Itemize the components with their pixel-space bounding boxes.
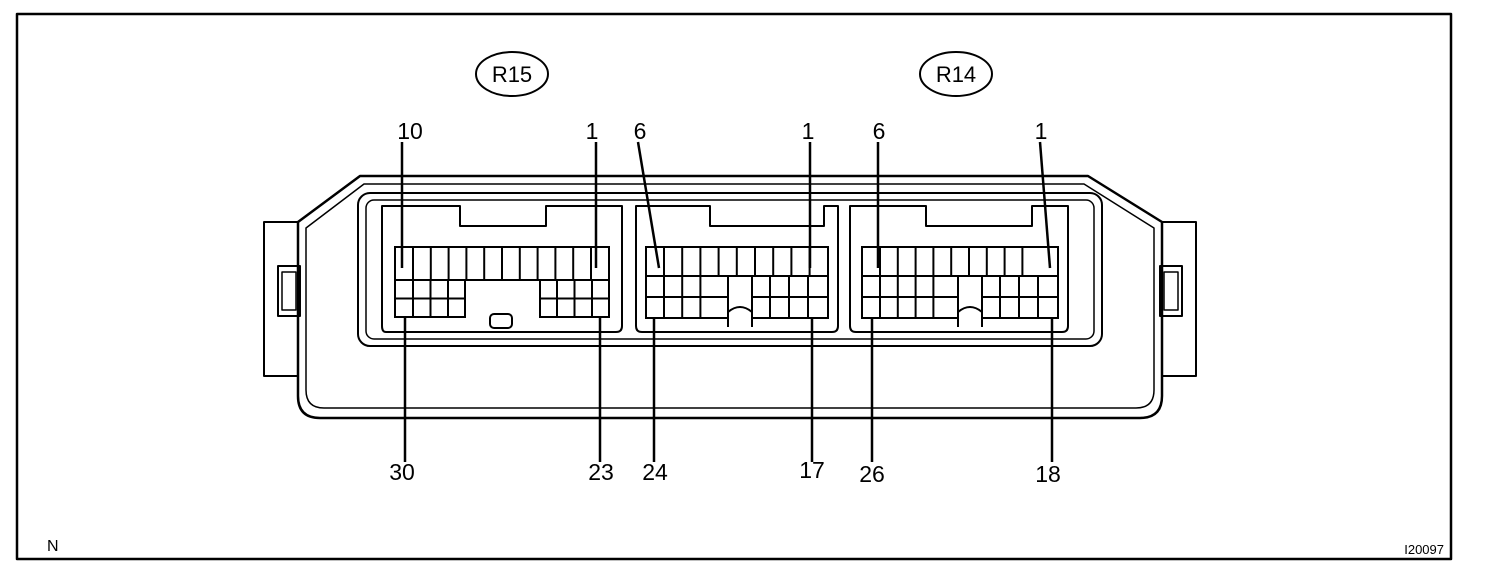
pin-numbers-r14-a: 6 1 24 17 (634, 118, 825, 485)
pin-grid-r14-b (861, 246, 1059, 319)
pin-grid-r15 (394, 246, 610, 318)
key-r14-a (727, 306, 753, 327)
connector-shell-r14-b (849, 205, 1069, 333)
pin-number: 10 (397, 118, 423, 144)
key-r15 (489, 313, 513, 329)
pin-number: 26 (859, 461, 885, 487)
pin-number: 24 (642, 459, 668, 485)
right-mount-tab (1159, 221, 1197, 377)
diagram-frame (15, 12, 1453, 561)
connector-id: R15 (492, 62, 532, 87)
ecu-housing (296, 174, 1164, 420)
pin-number: 1 (802, 118, 815, 144)
connector-id: R14 (936, 62, 976, 87)
key-r14-b (957, 306, 983, 327)
pin-number: 6 (634, 118, 647, 144)
left-mount-tab (263, 221, 301, 377)
pin-grids (394, 246, 1059, 319)
leader-lines (400, 141, 1054, 462)
figure-code: I20097 (1404, 542, 1444, 557)
pin-number: 30 (389, 459, 415, 485)
pin-numbers-r15: 10 1 30 23 (389, 118, 614, 485)
pin-number: 6 (873, 118, 886, 144)
pin-number: 23 (588, 459, 614, 485)
pin-number: 17 (799, 457, 825, 483)
connector-shell-r14-a (635, 205, 839, 333)
pin-grid-r14-a (645, 246, 829, 319)
pin-number: 1 (1035, 118, 1048, 144)
pin-number: 1 (586, 118, 599, 144)
corner-label: N (47, 538, 59, 555)
pin-numbers-r14-b: 6 1 26 18 (859, 118, 1061, 487)
connector-tag-r14: R14 (919, 51, 993, 97)
connector-tag-r15: R15 (475, 51, 549, 97)
pin-number: 18 (1035, 461, 1061, 487)
